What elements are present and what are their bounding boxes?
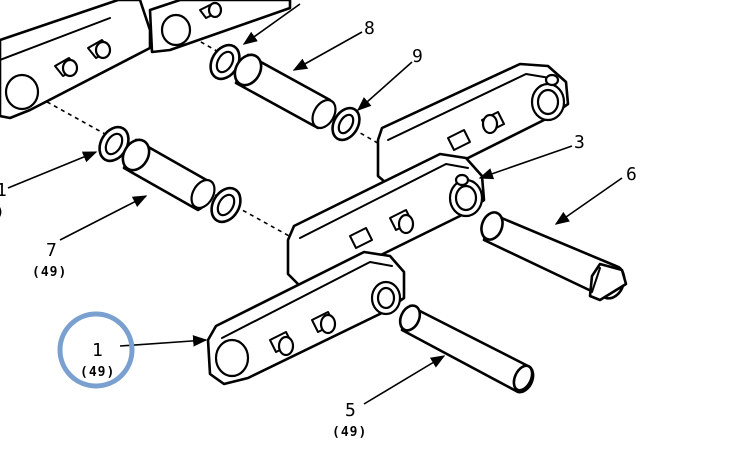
callout-qty: (49) <box>332 425 367 440</box>
callout-8[interactable]: 8 <box>364 18 375 39</box>
callout-label: 3 <box>574 132 585 153</box>
callout-label: 8 <box>364 18 375 39</box>
callout-3[interactable]: 3 <box>574 132 585 153</box>
callout-label: 9 <box>412 46 423 67</box>
bushing-upper <box>233 53 337 130</box>
track-link-1 <box>206 250 406 386</box>
callout-11-partial[interactable]: 1 ) <box>0 180 7 220</box>
seal-ring-lower <box>210 186 242 224</box>
track-link-3 <box>286 152 486 288</box>
callout-7[interactable]: 7 (49) <box>32 240 67 280</box>
bushing-7 <box>121 138 216 212</box>
track-link-upper-left <box>0 0 152 120</box>
callout-6[interactable]: 6 <box>626 164 637 185</box>
seal-ring-left <box>98 125 130 163</box>
callout-label: 1 <box>0 180 7 201</box>
callout-label: 1 <box>92 340 103 361</box>
callout-qty: (49) <box>32 265 67 280</box>
leader-lines <box>7 3 623 405</box>
track-link-back <box>376 62 570 190</box>
callout-label: 5 <box>345 400 356 421</box>
pin-5 <box>398 304 535 394</box>
callout-5[interactable]: 5 (49) <box>332 400 367 440</box>
callout-1[interactable]: 1 (49) <box>80 340 115 380</box>
callout-qty: ) <box>0 205 5 220</box>
callout-qty: (49) <box>80 365 115 380</box>
seal-ring-upper <box>209 43 241 81</box>
callout-9[interactable]: 9 <box>412 46 423 67</box>
pin-6 <box>480 211 628 302</box>
seal-ring-9 <box>331 106 361 142</box>
track-link-upper-center <box>148 0 292 54</box>
callout-highlight-ring <box>57 311 135 389</box>
callout-label: 7 <box>46 240 57 261</box>
callout-label: 6 <box>626 164 637 185</box>
